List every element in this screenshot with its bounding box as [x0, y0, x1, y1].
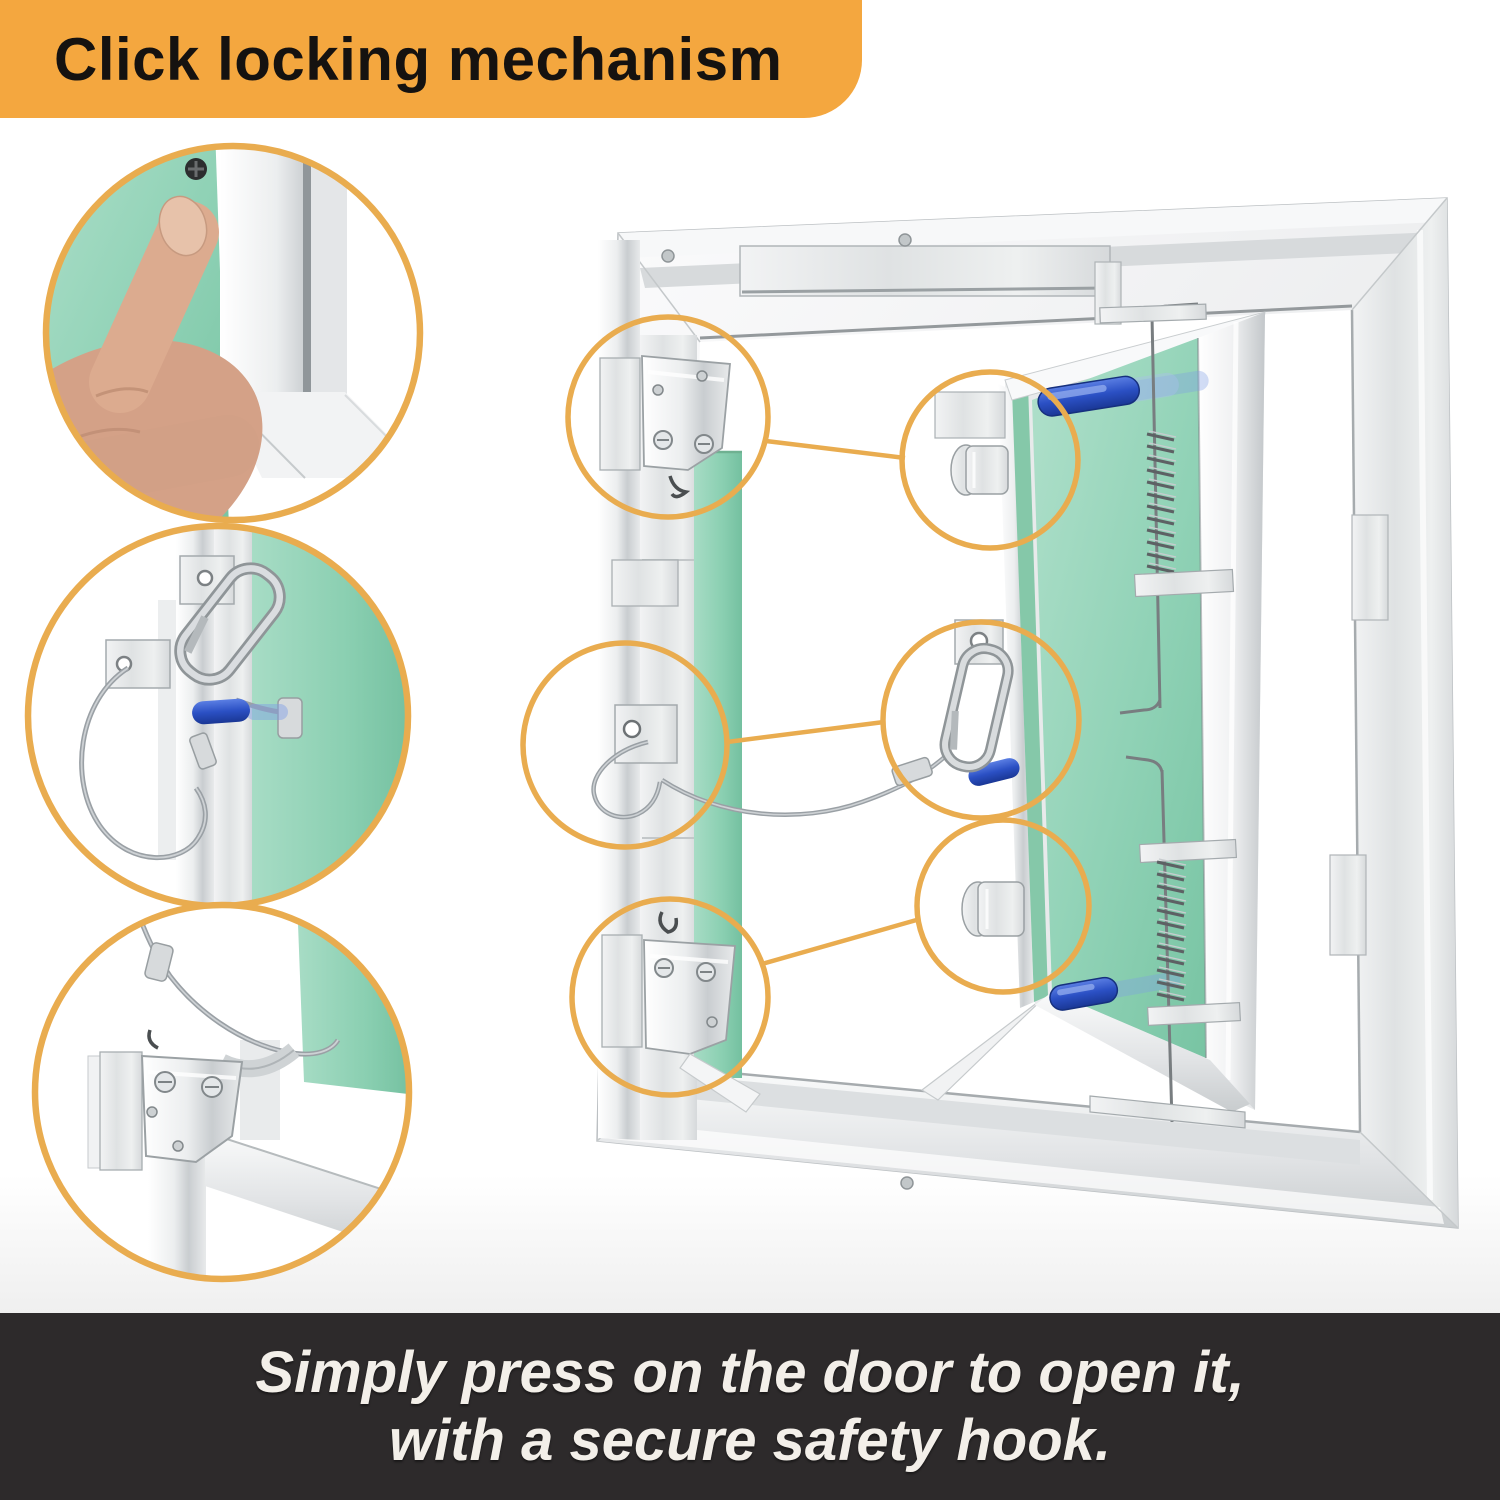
- carabiner-hook: [939, 619, 1020, 786]
- blue-pin: [192, 698, 250, 725]
- door-clip-bottom: [961, 881, 1025, 937]
- spring-bottom: [1089, 755, 1246, 1129]
- callout-circle-door-clip-bottom: [914, 817, 1092, 995]
- frame-screw: [661, 249, 675, 263]
- header-banner: Click locking mechanism: [0, 0, 862, 118]
- jamb-bracket: [611, 559, 679, 607]
- panel-screw: [185, 158, 207, 180]
- thumb-nail: [158, 195, 208, 257]
- cable-anchor-bracket: [614, 704, 678, 764]
- spring-top: [1099, 302, 1235, 715]
- left-jamb-assembly: [598, 240, 761, 1140]
- latch-hook: [668, 475, 691, 499]
- touch-latch-bottom: [601, 911, 761, 1113]
- door-bottom-edge: [1035, 992, 1250, 1112]
- connector-middle: [726, 719, 885, 745]
- door-clip-top: [950, 444, 1009, 496]
- cable-crimp: [144, 942, 174, 982]
- cable-crimp: [277, 697, 303, 739]
- connector-top: [765, 438, 906, 461]
- frame-screw: [900, 1176, 914, 1190]
- header-title: Click locking mechanism: [54, 25, 783, 93]
- callout-circle-bottom-latch: [569, 896, 771, 1098]
- door-left-edge: [998, 384, 1034, 1008]
- frame-screw: [898, 233, 912, 247]
- latch-hook: [658, 911, 679, 934]
- callout-circle-door-clip-top: [899, 369, 1081, 551]
- frame-bracket-right-lower: [1329, 854, 1367, 956]
- footer-banner: Simply press on the door to open it, wit…: [0, 1313, 1500, 1500]
- touch-latch: [87, 1029, 244, 1171]
- access-door: [920, 302, 1266, 1129]
- callout-circle-top-latch: [565, 314, 771, 520]
- cable-crimp: [189, 732, 217, 770]
- footer-caption-line1: Simply press on the door to open it,: [255, 1339, 1245, 1405]
- carabiner: [174, 562, 286, 686]
- door-corner-bracket: [934, 391, 1006, 439]
- callout-circle-cable-anchor: [520, 640, 730, 850]
- footer-caption-line2: with a secure safety hook.: [388, 1407, 1112, 1473]
- connector-bottom: [761, 916, 921, 967]
- door-handle-bottom: [1049, 971, 1181, 1011]
- door-handle-top: [1037, 370, 1209, 417]
- touch-latch-top: [599, 355, 731, 499]
- frame-bracket-right-upper: [1351, 514, 1389, 621]
